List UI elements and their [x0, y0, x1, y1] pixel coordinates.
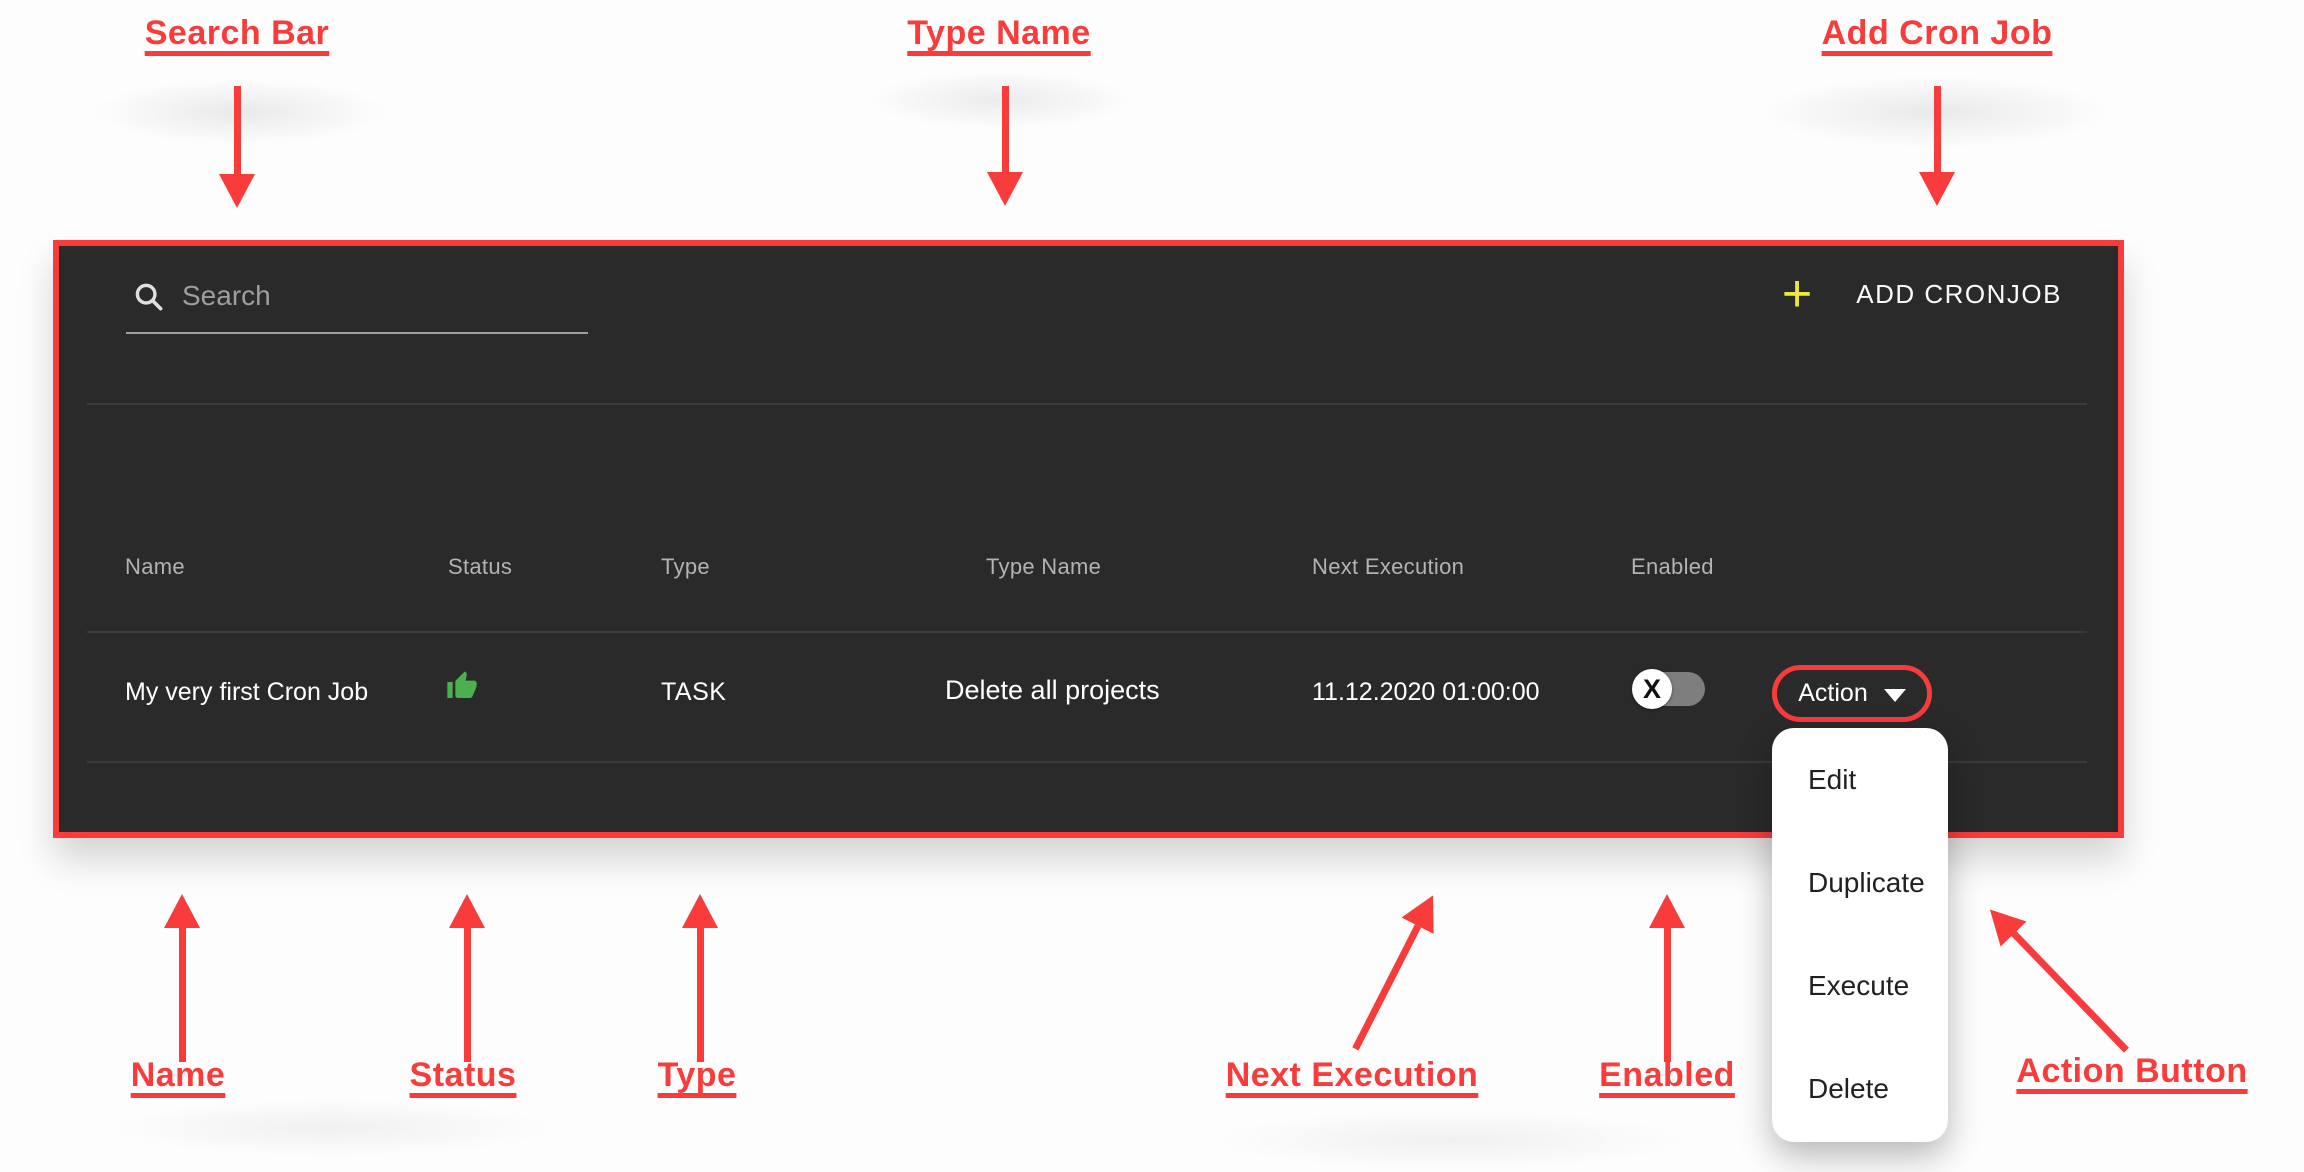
divider-top [87, 403, 2087, 405]
plus-icon: + [1781, 265, 1813, 323]
cronjob-panel: + ADD CRONJOB Name Status Type Type Name… [53, 240, 2124, 838]
arrow-up-status [449, 894, 485, 1062]
annotation-search-bar: Search Bar [144, 14, 330, 52]
menu-item-edit[interactable]: Edit [1808, 764, 1857, 795]
action-dropdown-menu: Edit Duplicate Execute Delete [1772, 728, 1948, 1142]
action-button-label: Action [1798, 679, 1868, 707]
annotation-action-button: Action Button [2016, 1052, 2248, 1090]
action-button[interactable]: Action [1772, 665, 1932, 722]
menu-item-execute[interactable]: Execute [1808, 970, 1910, 1001]
add-cronjob-label: ADD CRONJOB [1856, 278, 2062, 309]
column-header-status: Status [448, 554, 513, 579]
row-cell-type: TASK [661, 678, 727, 706]
annotation-enabled: Enabled [1599, 1056, 1735, 1094]
annotation-status: Status [409, 1056, 517, 1094]
menu-item-delete[interactable]: Delete [1808, 1073, 1889, 1104]
add-cronjob-button[interactable]: + ADD CRONJOB [1781, 265, 2062, 323]
arrow-up-type [682, 894, 718, 1062]
arrow-down-add-cron-job [1919, 86, 1955, 206]
divider-bottom [87, 761, 2087, 763]
annotation-add-cron-job: Add Cron Job [1821, 14, 2053, 52]
search-input[interactable] [166, 280, 588, 318]
arrow-down-type-name [987, 86, 1023, 206]
annotation-type-name: Type Name [907, 14, 1091, 52]
row-cell-type-name: Delete all projects [945, 675, 1160, 705]
row-cell-name: My very first Cron Job [125, 678, 369, 706]
column-header-enabled: Enabled [1631, 554, 1714, 579]
divider-header-row [87, 631, 2087, 633]
search-bar[interactable] [126, 266, 588, 334]
arrow-up-action-button [1976, 897, 2139, 1063]
column-header-name: Name [125, 554, 185, 579]
row-cell-next-execution: 11.12.2020 01:00:00 [1312, 678, 1540, 706]
arrow-up-enabled [1649, 894, 1685, 1062]
arrow-up-next-execution [1339, 887, 1450, 1057]
toggle-knob[interactable]: X [1632, 669, 1672, 709]
column-header-type: Type [661, 554, 710, 579]
status-thumbs-up-icon [446, 670, 478, 709]
annotation-name: Name [130, 1056, 226, 1094]
chevron-down-icon [1883, 688, 1906, 702]
enabled-toggle[interactable]: X [1632, 669, 1705, 709]
column-header-type-name: Type Name [986, 554, 1102, 579]
menu-item-duplicate[interactable]: Duplicate [1808, 867, 1925, 898]
arrow-up-name [164, 894, 200, 1062]
search-icon [135, 283, 163, 311]
annotation-next-execution: Next Execution [1225, 1056, 1479, 1094]
arrow-down-search-bar [219, 86, 255, 208]
column-header-next-execution: Next Execution [1312, 554, 1465, 579]
annotation-type: Type [657, 1056, 737, 1094]
